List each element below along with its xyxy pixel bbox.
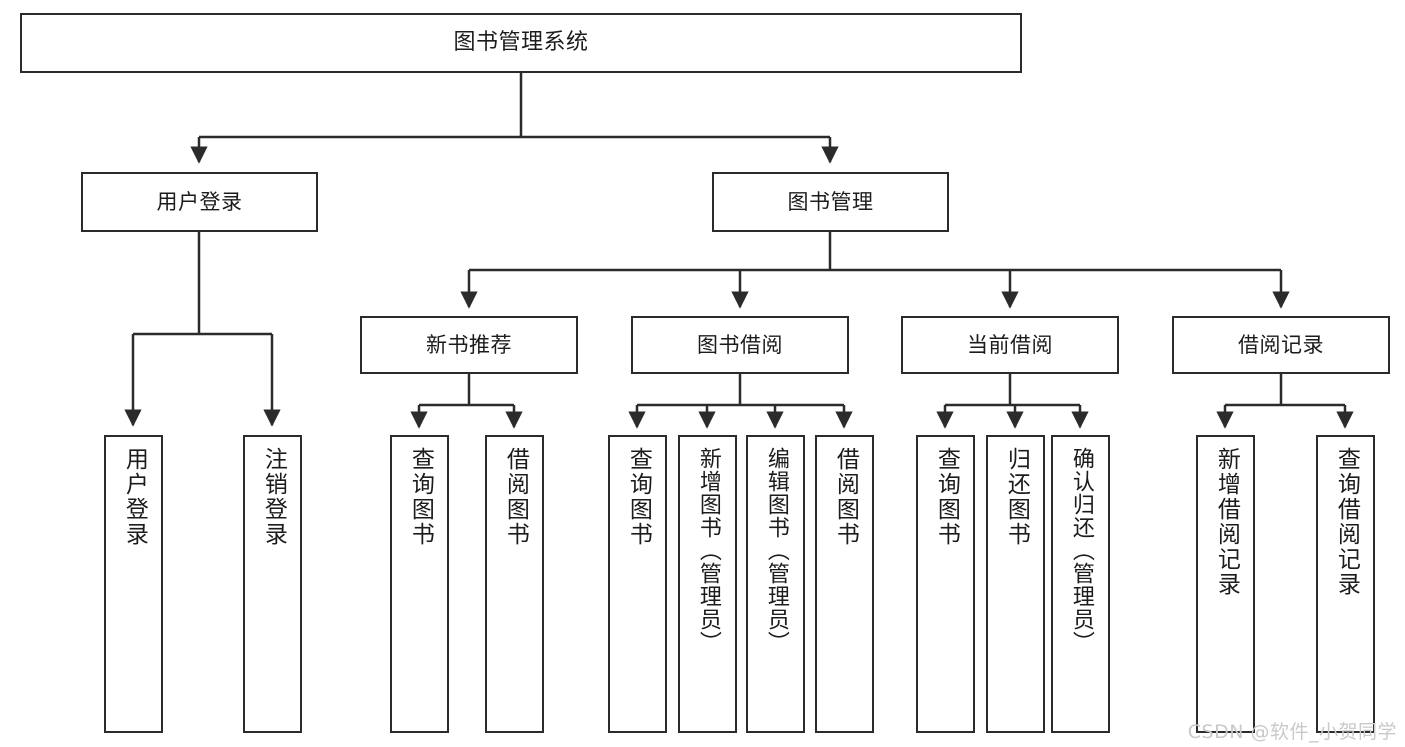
node-label: 归还图书 — [1003, 447, 1030, 547]
leaf-query-borrow-record[interactable]: 查询借阅记录 — [1316, 435, 1375, 733]
node-borrowing-records[interactable]: 借阅记录 — [1172, 316, 1390, 374]
leaf-borrow-books[interactable]: 借阅图书 — [815, 435, 874, 733]
node-label: 新增借阅记录 — [1213, 447, 1240, 597]
node-label: 用户登录 — [156, 189, 243, 214]
node-label: 借阅图书 — [502, 447, 529, 547]
node-label: 新书推荐 — [426, 332, 512, 357]
leaf-add-book-admin[interactable]: 新增图书（管理员） — [678, 435, 737, 733]
leaf-logout[interactable]: 注销登录 — [243, 435, 302, 733]
leaf-query-books-borrow[interactable]: 查询图书 — [608, 435, 667, 733]
node-label: 查询借阅记录 — [1333, 447, 1360, 597]
node-label: 借阅记录 — [1238, 332, 1324, 357]
leaf-add-borrow-record[interactable]: 新增借阅记录 — [1196, 435, 1255, 733]
leaf-user-login[interactable]: 用户登录 — [104, 435, 163, 733]
node-root-system[interactable]: 图书管理系统 — [20, 13, 1022, 73]
node-label: 编辑图书（管理员） — [763, 447, 789, 654]
node-label: 确认归还（管理员） — [1068, 447, 1094, 654]
node-book-borrowing[interactable]: 图书借阅 — [631, 316, 849, 374]
node-label: 当前借阅 — [967, 332, 1053, 357]
leaf-return-books[interactable]: 归还图书 — [986, 435, 1045, 733]
node-label: 图书管理系统 — [453, 29, 589, 55]
node-book-management[interactable]: 图书管理 — [712, 172, 949, 232]
node-label: 查询图书 — [933, 447, 960, 547]
node-label: 用户登录 — [121, 447, 148, 547]
node-label: 图书管理 — [787, 189, 874, 214]
leaf-edit-book-admin[interactable]: 编辑图书（管理员） — [746, 435, 805, 733]
node-label: 注销登录 — [260, 447, 287, 547]
node-label: 查询图书 — [407, 447, 434, 547]
leaf-borrow-books-new[interactable]: 借阅图书 — [485, 435, 544, 733]
leaf-query-books-new[interactable]: 查询图书 — [390, 435, 449, 733]
leaf-confirm-return-admin[interactable]: 确认归还（管理员） — [1051, 435, 1110, 733]
node-label: 图书借阅 — [697, 332, 783, 357]
leaf-query-books-current[interactable]: 查询图书 — [916, 435, 975, 733]
node-user-login[interactable]: 用户登录 — [81, 172, 318, 232]
node-label: 新增图书（管理员） — [695, 447, 721, 654]
node-new-book-recommendation[interactable]: 新书推荐 — [360, 316, 578, 374]
node-current-borrowing[interactable]: 当前借阅 — [901, 316, 1119, 374]
node-label: 查询图书 — [625, 447, 652, 547]
csdn-watermark: CSDN @软件_小贺同学 — [1187, 721, 1397, 743]
node-label: 借阅图书 — [832, 447, 859, 547]
